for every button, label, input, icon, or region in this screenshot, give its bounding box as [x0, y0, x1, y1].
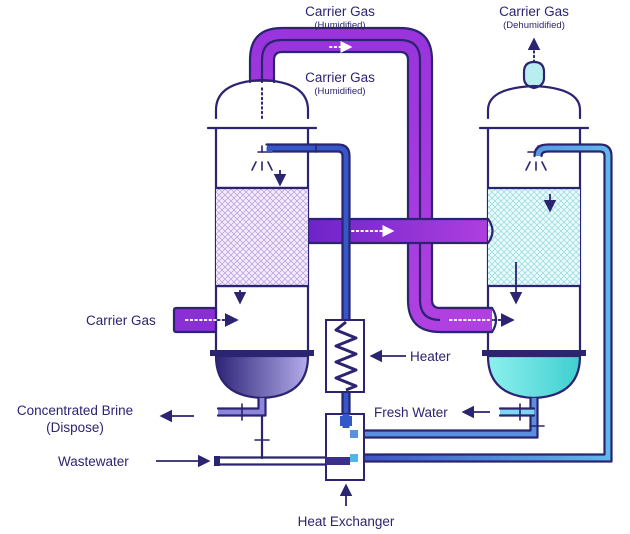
label-carrier-gas-inlet: Carrier Gas — [86, 313, 156, 328]
label-carrier-gas-dehumidified: Carrier Gas — [499, 4, 569, 19]
label-carrier-gas-humidified-mid: Carrier Gas — [305, 70, 375, 85]
label-carrier-gas-dehumidified-sub: (Dehumidified) — [503, 20, 565, 31]
label-fresh-water: Fresh Water — [374, 405, 448, 420]
label-wastewater: Wastewater — [58, 454, 129, 469]
label-concentrated-brine: Concentrated Brine — [17, 403, 133, 418]
hot-water-pipe — [266, 144, 350, 428]
heater — [325, 319, 365, 393]
label-heater: Heater — [410, 349, 451, 364]
cold-water-pipe — [350, 144, 612, 462]
humidifier-packing — [216, 188, 308, 286]
label-carrier-gas-humidified-top: Carrier Gas — [305, 4, 375, 19]
brine-basin — [214, 354, 310, 400]
label-carrier-gas-humidified-top-sub: (Humidified) — [314, 20, 365, 31]
label-carrier-gas-humidified-mid-sub: (Humidified) — [314, 86, 365, 97]
humidified-gas-cross-pipe — [298, 217, 495, 245]
label-concentrated-brine-dispose: (Dispose) — [46, 420, 104, 435]
dehumidifier-packing — [488, 188, 580, 286]
dehumidifier-column — [478, 37, 590, 400]
fresh-water-basin — [486, 354, 582, 400]
brine-outlet-pipe — [218, 398, 266, 416]
label-heat-exchanger: Heat Exchanger — [298, 514, 395, 529]
humidifier-column — [206, 78, 318, 400]
